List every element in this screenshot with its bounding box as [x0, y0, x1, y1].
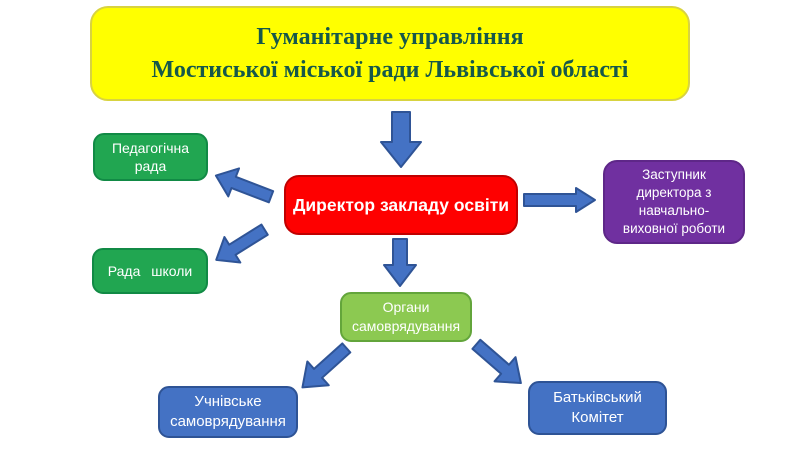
block-arrow-icon [380, 111, 422, 168]
node-deputy-director: Заступник директора з навчально- виховно… [603, 160, 745, 244]
title-line-1: Гуманітарне управління [256, 23, 524, 50]
node-student-government: Учнівське самоврядування [158, 386, 298, 438]
node-deputy-director-line-4: виховної роботи [622, 221, 726, 236]
node-self-government-line-1: Органи [382, 299, 430, 315]
title-line-2: Мостиської міської ради Львівської облас… [151, 56, 629, 83]
title-banner: Гуманітарне управління Мостиської місько… [90, 6, 690, 101]
node-director-label: Директор закладу освіти [292, 194, 510, 215]
node-school-council: Рада школи [92, 248, 208, 294]
node-school-council-label: Рада школи [107, 263, 193, 279]
block-arrow-icon [214, 167, 275, 204]
node-deputy-director-line-1: Заступник [642, 167, 706, 182]
block-arrow-icon [471, 338, 522, 385]
node-parent-committee: Батьківський Комітет [528, 381, 667, 435]
block-arrow-icon [215, 223, 269, 264]
node-self-government: Органи самоврядування [340, 292, 472, 342]
node-student-government-line-2: самоврядування [170, 413, 286, 430]
node-pedagogical-council-line-2: рада [134, 158, 167, 174]
node-deputy-director-line-2: директора з [636, 185, 712, 200]
block-arrow-icon [523, 187, 596, 213]
node-parent-committee-line-2: Комітет [571, 409, 624, 426]
block-arrow-icon [301, 342, 352, 389]
node-self-government-line-2: самоврядування [351, 318, 461, 334]
node-pedagogical-council-line-1: Педагогічна [111, 140, 190, 156]
node-deputy-director-line-3: навчально- [638, 203, 710, 218]
block-arrow-icon [383, 238, 417, 287]
node-parent-committee-line-1: Батьківський [553, 389, 642, 406]
node-pedagogical-council: Педагогічна рада [93, 133, 208, 181]
node-director: Директор закладу освіти [284, 175, 518, 235]
node-student-government-line-1: Учнівське [194, 393, 262, 410]
